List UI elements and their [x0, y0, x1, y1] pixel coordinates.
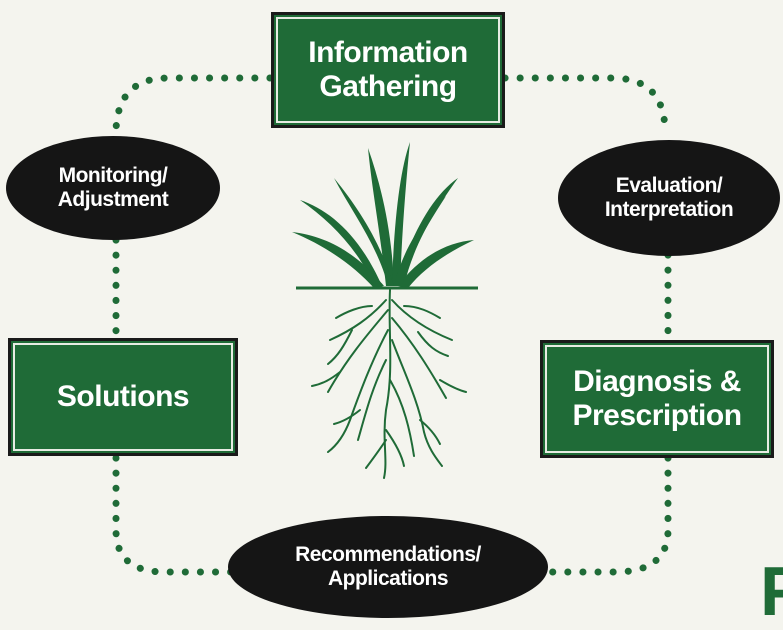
plant-with-roots-icon — [292, 142, 478, 479]
monitoring-adjustment-ellipse: Monitoring/ Adjustment — [6, 136, 220, 240]
diagnosis-prescription-line2: Prescription — [572, 399, 742, 432]
connector-left-lower — [112, 454, 236, 576]
evaluation-interpretation-line1: Evaluation/ — [615, 174, 723, 197]
evaluation-interpretation-ellipse: Evaluation/ Interpretation — [558, 140, 780, 256]
recommendations-applications-line1: Recommendations/ — [295, 543, 481, 566]
connector-top-right — [501, 74, 669, 134]
roots — [311, 289, 467, 479]
diagnosis-prescription-box: Diagnosis & Prescription — [540, 340, 774, 458]
recommendations-applications-ellipse: Recommendations/ Applications — [228, 516, 548, 618]
dotted-cycle-path — [112, 74, 672, 576]
diagnosis-prescription-line1: Diagnosis & — [573, 365, 741, 398]
solutions-box: Solutions — [8, 338, 238, 456]
cropped-corner-letter: F — [760, 552, 783, 630]
grass-blades — [292, 142, 474, 288]
monitoring-adjustment-line1: Monitoring/ — [58, 164, 168, 187]
connector-right-lower — [544, 454, 672, 576]
solutions-label: Solutions — [56, 380, 190, 413]
monitoring-adjustment-line2: Adjustment — [57, 188, 169, 211]
information-gathering-line1: Information — [308, 36, 468, 69]
connector-top-left — [112, 74, 274, 134]
recommendations-applications-line2: Applications — [327, 567, 449, 590]
evaluation-interpretation-line2: Interpretation — [604, 198, 734, 221]
information-gathering-line2: Gathering — [319, 70, 457, 103]
information-gathering-box: Information Gathering — [271, 12, 505, 128]
